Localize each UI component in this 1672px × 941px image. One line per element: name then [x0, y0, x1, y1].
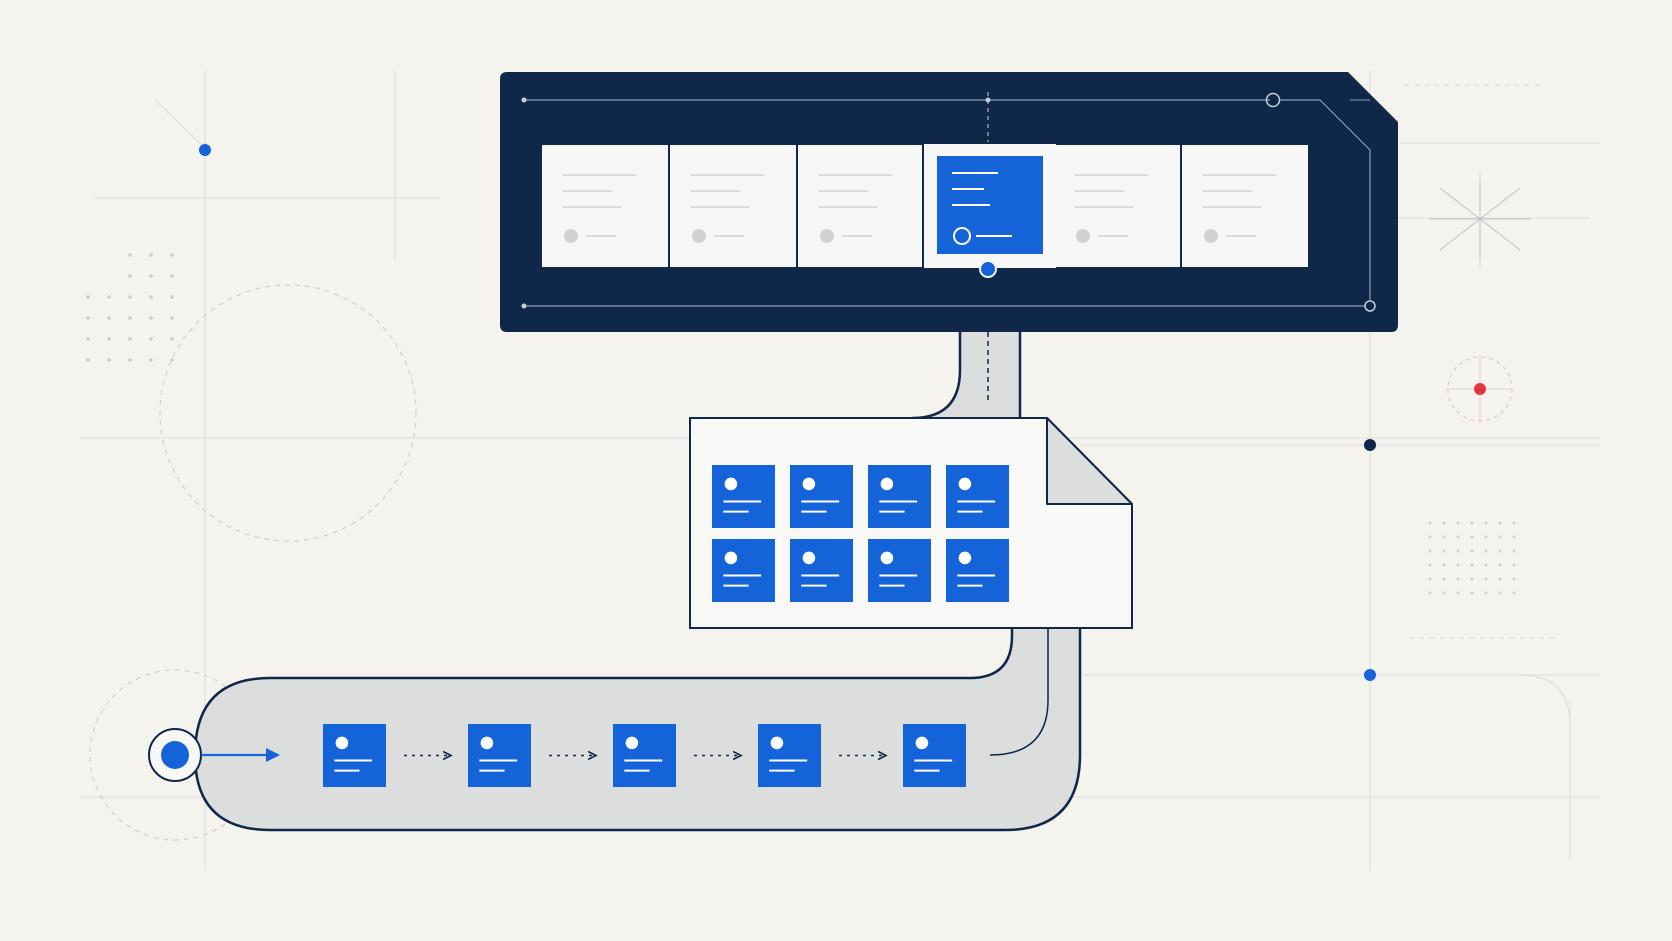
- rail-card: [1054, 145, 1180, 267]
- card-placeholder-dot: [692, 229, 706, 243]
- pipeline-user-tile: [323, 724, 386, 787]
- rail-card-active: [922, 142, 1058, 270]
- top-rail-cards: [542, 142, 1308, 270]
- user-avatar-icon: [480, 736, 494, 750]
- user-avatar-icon: [625, 736, 639, 750]
- rail-ring-top: [1265, 92, 1281, 108]
- document-folded-corner: [1046, 417, 1133, 505]
- card-placeholder-dot: [1204, 229, 1218, 243]
- rail-card: [670, 145, 796, 267]
- document-user-tile: [712, 539, 775, 602]
- document-tiles: [712, 465, 1009, 602]
- user-avatar-icon: [724, 551, 738, 565]
- user-avatar-icon: [770, 736, 784, 750]
- document-user-tile: [712, 465, 775, 528]
- active-card-dot: [979, 260, 997, 278]
- decorative-dot-grid-right: [1428, 521, 1516, 595]
- pipeline-user-tile: [468, 724, 531, 787]
- document-user-tile: [790, 539, 853, 602]
- active-card-ring-icon: [953, 227, 971, 245]
- document-user-tile: [790, 465, 853, 528]
- document-user-tile: [946, 465, 1009, 528]
- card-placeholder-dot: [1076, 229, 1090, 243]
- document-user-tile: [868, 539, 931, 602]
- document-user-tile: [868, 465, 931, 528]
- user-avatar-icon: [880, 477, 894, 491]
- user-avatar-icon: [958, 477, 972, 491]
- user-avatar-icon: [880, 551, 894, 565]
- user-avatar-icon: [802, 477, 816, 491]
- user-avatar-icon: [335, 736, 349, 750]
- card-placeholder-dot: [564, 229, 578, 243]
- pipeline-items: [323, 724, 966, 787]
- pipeline-start-node: [148, 728, 280, 782]
- pipeline-user-tile: [613, 724, 676, 787]
- grid-node-blue-right: [1364, 669, 1376, 681]
- user-avatar-icon: [724, 477, 738, 491]
- user-avatar-icon: [958, 551, 972, 565]
- rail-card: [1182, 145, 1308, 267]
- target-reticle: [1446, 355, 1514, 423]
- user-avatar-icon: [802, 551, 816, 565]
- pipeline-user-tile: [903, 724, 966, 787]
- document-user-tile: [946, 539, 1009, 602]
- decorative-dot-grid-left: [86, 253, 174, 362]
- user-avatar-icon: [915, 736, 929, 750]
- card-placeholder-dot: [820, 229, 834, 243]
- rail-card: [542, 145, 668, 267]
- rail-card: [798, 145, 924, 267]
- decorative-sparkle: [1430, 180, 1530, 260]
- red-target-dot: [1474, 383, 1486, 395]
- pipeline-user-tile: [758, 724, 821, 787]
- grid-node-navy: [1364, 439, 1376, 451]
- grid-node-blue-top: [199, 144, 211, 156]
